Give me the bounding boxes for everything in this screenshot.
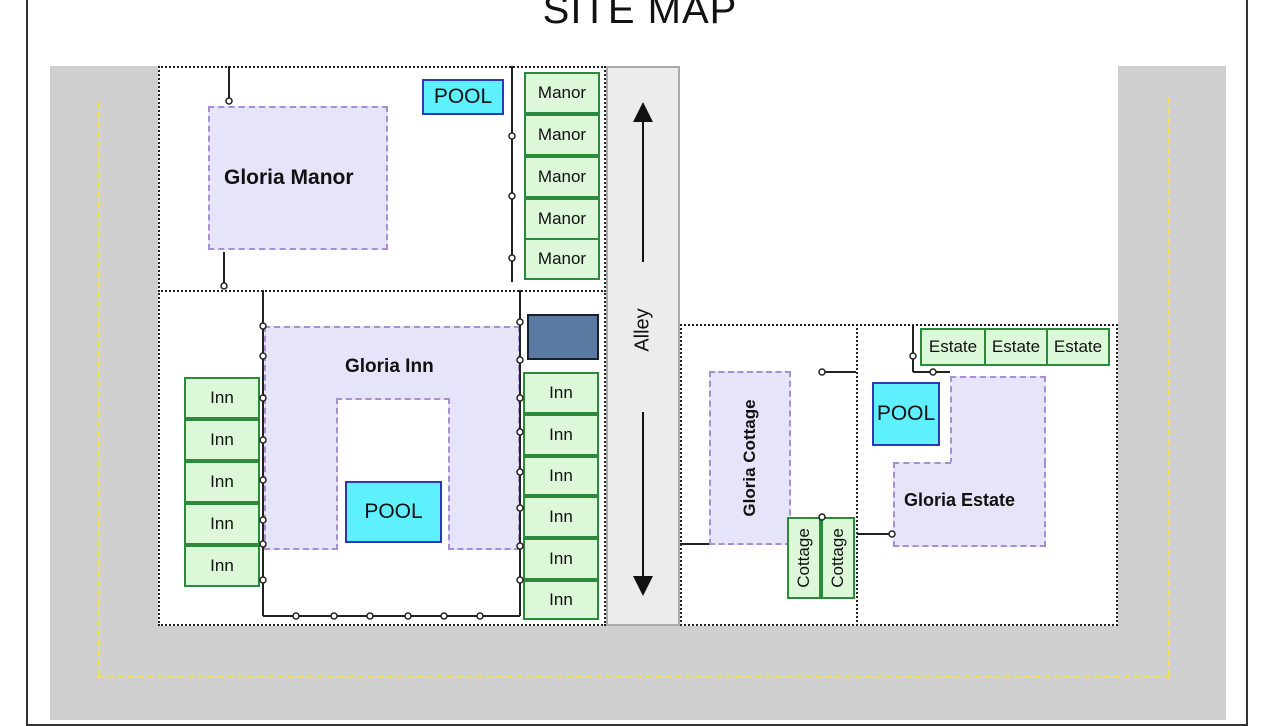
pool-estate: POOL: [872, 382, 940, 446]
parking-space-inn: Inn: [184, 503, 260, 545]
storage-block: [527, 314, 599, 360]
road-centerline-south: [98, 676, 1170, 678]
parking-space-inn: Inn: [523, 538, 599, 580]
parking-space-manor: Manor: [524, 114, 600, 156]
building-gloria-estate-wing: [893, 462, 1046, 547]
parking-space-inn: Inn: [184, 419, 260, 461]
map-title: SITE MAP: [542, 0, 738, 32]
parking-space-inn: Inn: [523, 372, 599, 414]
road-centerline-east: [1168, 98, 1170, 676]
road-west: [50, 66, 158, 720]
parking-space-estate: Estate: [920, 328, 986, 366]
parking-space-estate: Estate: [1046, 328, 1110, 366]
road-centerline-west: [98, 102, 100, 676]
building-gloria-inn-west-wing: [264, 398, 338, 550]
parking-space-inn: Inn: [523, 456, 599, 496]
building-label-gloria-manor: Gloria Manor: [224, 166, 354, 189]
pool-inn: POOL: [345, 481, 442, 543]
parking-space-inn: Inn: [523, 580, 599, 620]
parking-space-estate: Estate: [984, 328, 1048, 366]
building-gloria-inn-courtyard-edge: [336, 398, 450, 400]
parking-space-inn: Inn: [184, 545, 260, 587]
parking-space-manor: Manor: [524, 238, 600, 280]
building-label-gloria-estate: Gloria Estate: [904, 490, 1016, 510]
parking-space-inn: Inn: [184, 377, 260, 419]
parking-space-inn: Inn: [523, 496, 599, 538]
pool-manor: POOL: [422, 79, 504, 115]
parking-space-manor: Manor: [524, 72, 600, 114]
parking-space-inn: Inn: [523, 414, 599, 456]
building-gloria-manor: [208, 106, 388, 250]
road-south: [50, 626, 1226, 720]
parking-space-cottage: Cottage: [821, 517, 855, 599]
building-label-gloria-inn: Gloria Inn: [345, 356, 434, 377]
parking-space-cottage: Cottage: [787, 517, 821, 599]
building-gloria-estate-edge: [893, 462, 951, 464]
building-gloria-cottage: [709, 371, 791, 545]
parking-space-inn: Inn: [184, 461, 260, 503]
parking-space-manor: Manor: [524, 156, 600, 198]
road-east: [1118, 66, 1226, 720]
